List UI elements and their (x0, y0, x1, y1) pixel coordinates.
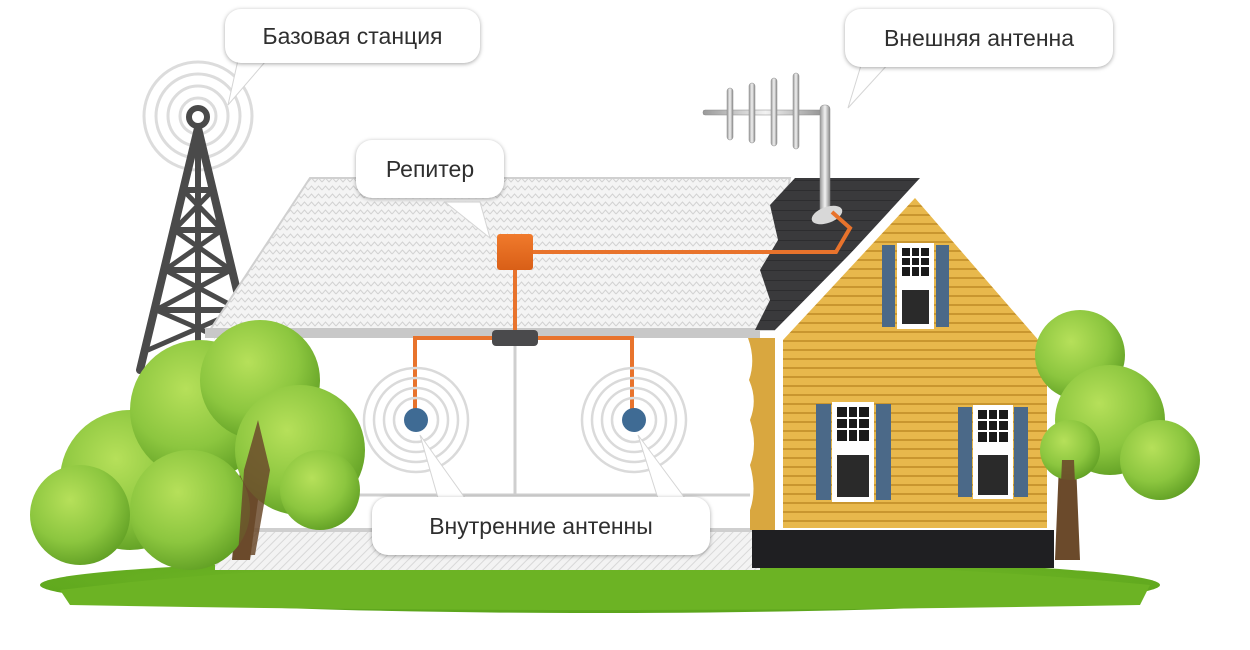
splitter-icon (492, 330, 538, 346)
house-foundation (752, 530, 1054, 568)
window-lower-left (816, 402, 891, 502)
window-lower-right (958, 405, 1028, 499)
cable-antenna-to-repeater (530, 210, 853, 254)
callout-tails (227, 59, 892, 506)
repeater-box-icon (497, 234, 533, 270)
indoor-antenna-icon (622, 408, 646, 432)
label-internal-antennas: Внутренние антенны (429, 512, 653, 539)
label-repeater: Репитер (385, 155, 475, 182)
tree-left (30, 320, 365, 570)
house-roof-dark (755, 178, 920, 330)
label-external-antenna: Внешняя антенна (883, 24, 1075, 51)
callout-internal-antennas: Внутренние антенны (372, 497, 710, 555)
ceiling-beam (205, 328, 760, 338)
callout-external-antenna: Внешняя антенна (845, 9, 1113, 67)
indoor-antenna-icon (404, 408, 428, 432)
indoor-antenna-right (580, 366, 688, 474)
cable-splitter-to-antenna-left (413, 336, 495, 410)
label-base-station: Базовая станция (262, 22, 443, 49)
cable-splitter-to-antenna-right (535, 336, 634, 410)
grass-ground (40, 557, 1160, 613)
callout-repeater: Репитер (356, 140, 504, 198)
coax-cables (413, 210, 853, 410)
callout-base-station: Базовая станция (225, 9, 480, 63)
yagi-antenna-icon (702, 72, 843, 225)
window-attic (882, 243, 949, 329)
tree-right (1035, 310, 1200, 560)
yellow-house (752, 188, 1055, 568)
indoor-antenna-left (362, 366, 470, 474)
